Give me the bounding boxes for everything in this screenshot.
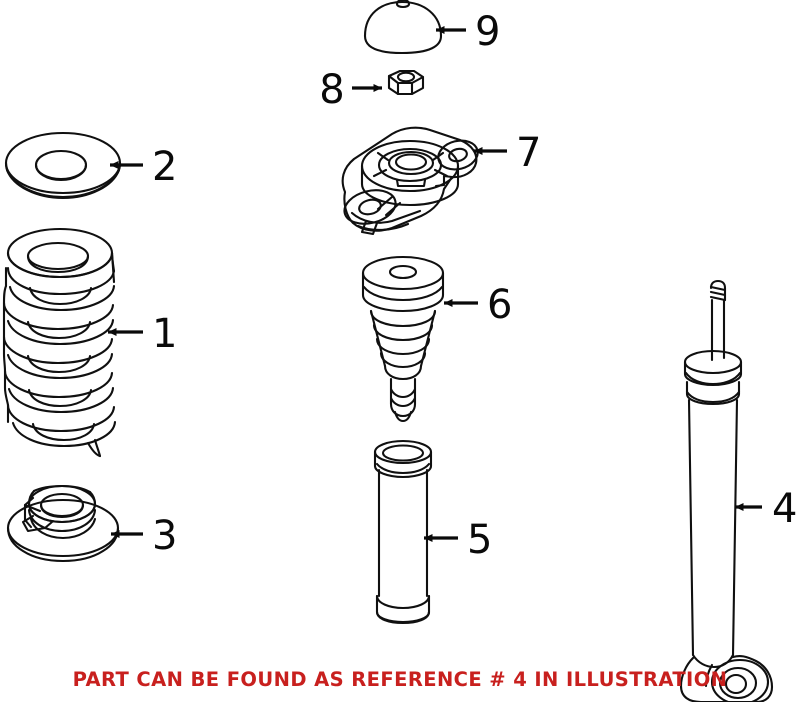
callout-5: 5 <box>424 517 492 563</box>
callout-6-number: 6 <box>487 282 512 328</box>
part-7-strut-mount <box>341 126 479 236</box>
callout-2-number: 2 <box>152 144 177 190</box>
part-5-dust-boot-tube <box>373 439 433 625</box>
reference-note: PART CAN BE FOUND AS REFERENCE # 4 IN IL… <box>72 668 728 691</box>
part-9-dome-cap <box>363 0 443 55</box>
callout-1: 1 <box>108 311 177 357</box>
callout-4: 4 <box>735 486 797 532</box>
part-2-upper-spring-seat-washer <box>4 131 122 200</box>
callout-layer: 1 2 3 4 5 <box>108 9 797 563</box>
callout-2: 2 <box>110 144 177 190</box>
part-6-bump-stop <box>361 255 445 423</box>
callout-8-number: 8 <box>319 67 344 113</box>
part-1-coil-spring <box>2 227 117 458</box>
callout-8: 8 <box>319 67 382 113</box>
part-4-shock-absorber <box>679 279 774 702</box>
callout-7-number: 7 <box>516 130 541 176</box>
callout-1-number: 1 <box>152 311 177 357</box>
callout-3: 3 <box>111 513 177 559</box>
callout-7: 7 <box>474 130 541 176</box>
callout-6: 6 <box>444 282 512 328</box>
callout-5-number: 5 <box>467 517 492 563</box>
part-8-hex-nut <box>387 69 425 96</box>
callout-9-number: 9 <box>475 9 500 55</box>
callout-4-number: 4 <box>772 486 797 532</box>
callout-9: 9 <box>436 9 500 55</box>
part-3-lower-spring-seat-insulator <box>6 484 120 563</box>
callout-3-number: 3 <box>152 513 177 559</box>
